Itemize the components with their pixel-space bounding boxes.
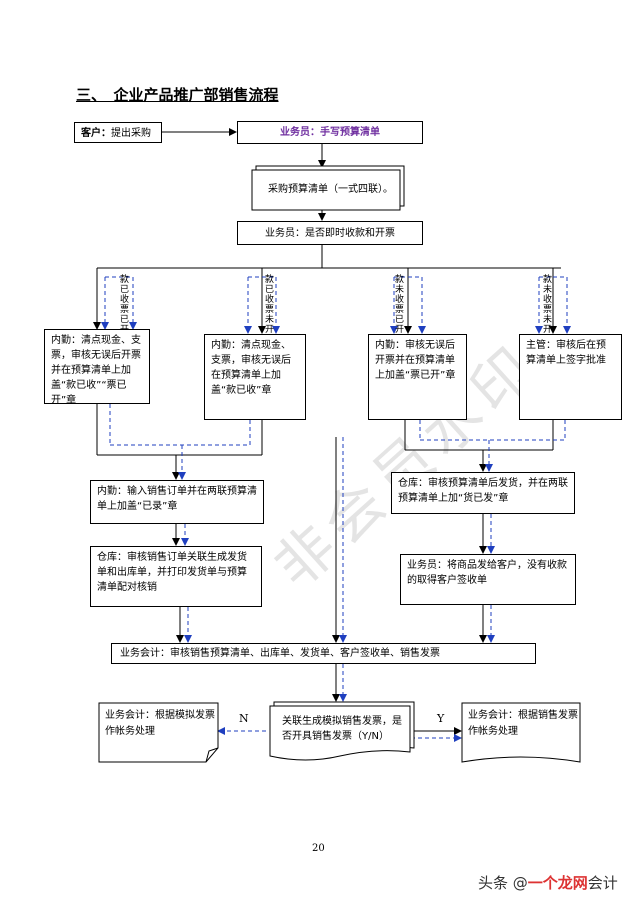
- yes-label: Y: [437, 712, 445, 725]
- branch-label-3: 款未收票已开: [394, 275, 404, 335]
- branch-label-4: 款未收票未开: [542, 275, 552, 335]
- d2-box: 业务员：将商品发给客户，没有收款的取得客户签收单: [400, 554, 576, 605]
- page-number: 20: [312, 843, 325, 854]
- page-title: 三、 企业产品推广部销售流程: [76, 86, 279, 104]
- footer-credit: 头条 @一个龙网会计: [478, 874, 618, 892]
- branch-label-2: 款已收票未开: [264, 275, 274, 335]
- salesman-decide-box: 业务员：是否即时收款和开票: [237, 221, 423, 245]
- c2-box: 仓库：审核销售订单关联生成发货单和出库单，并打印发货单与预算清单配对核销: [90, 546, 262, 607]
- d1-box: 仓库：审核预算清单后发货，并在两联预算清单上加“货已发”章: [391, 472, 575, 514]
- branch-label-1: 款已收票已开: [119, 275, 129, 335]
- right-end-doc: 业务会计：根据销售发票作帐务处理: [468, 710, 578, 737]
- budget-list-doc: 采购预算清单（一式四联）。: [268, 184, 393, 195]
- b4-box: 主管：审核后在预算清单上签字批准: [519, 334, 622, 420]
- left-end-doc: 业务会计：根据模拟发票作帐务处理: [105, 710, 215, 737]
- no-label: N: [239, 712, 249, 725]
- accountant-box: 业务会计：审核销售预算清单、出库单、发货单、客户签收单、销售发票: [111, 643, 536, 664]
- decision-doc: 关联生成模拟销售发票，是否开具销售发票（Y/N）: [282, 716, 402, 742]
- b1-box: 内勤：清点现金、支票，审核无误后开票并在预算清单上加盖“款已收”“票已开”章: [44, 329, 150, 406]
- b3-box: 内勤：审核无误后开票并在预算清单上加盖“票已开”章: [368, 334, 467, 420]
- customer-box: 客户：提出采购: [74, 122, 162, 143]
- b2-box: 内勤：清点现金、支票，审核无误后在预算清单上加盖“款已收”章: [204, 334, 306, 420]
- c1-box: 内勤：输入销售订单并在两联预算清单上加盖“已录”章: [90, 480, 264, 524]
- salesman-budget-box: 业务员：手写预算清单: [237, 121, 423, 144]
